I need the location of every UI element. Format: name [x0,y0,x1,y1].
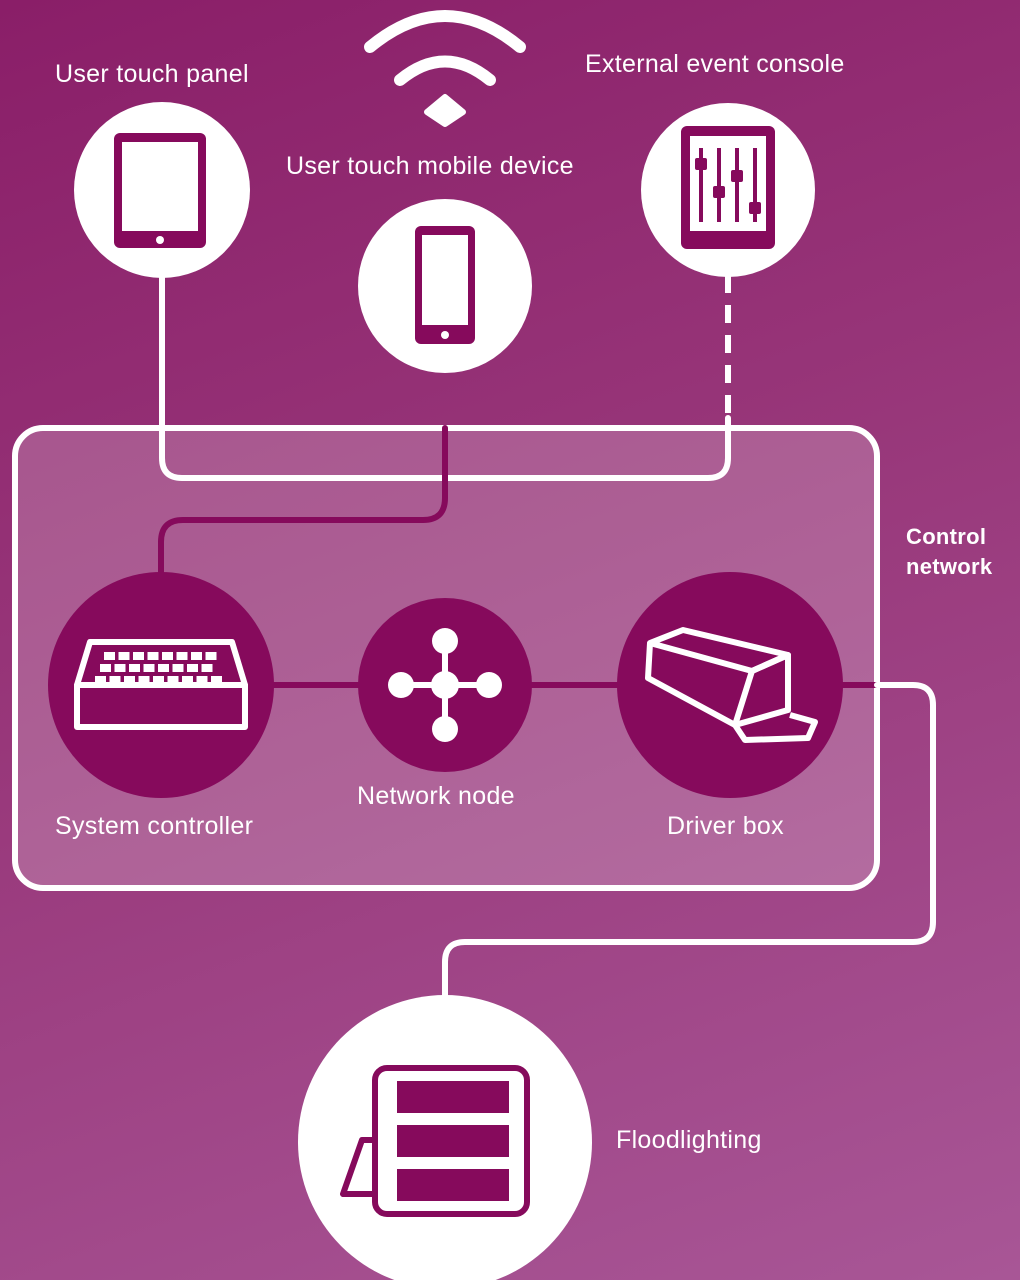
keyboard-key [118,652,130,660]
keyboard-key [201,664,213,672]
keyboard-key [109,676,121,684]
keyboard-key [129,664,140,672]
keyboard-key [138,676,150,684]
connections [158,257,936,1043]
keyboard-key [176,652,188,660]
keyboard-key [153,676,164,684]
wifi-icon [364,10,526,127]
keyboard-key [187,664,198,672]
label-external-event-console: External event console [585,50,845,78]
mixer-console-icon [641,103,815,277]
floodlight-icon [298,995,592,1280]
label-floodlighting: Floodlighting [616,1126,762,1154]
smartphone-icon [358,199,532,373]
keyboard-key [211,676,222,684]
label-system-controller: System controller [55,812,254,840]
keyboard-key [100,664,111,672]
tablet-icon [74,102,250,278]
keyboard-key [167,676,179,684]
keyboard-key [162,652,173,660]
network-node-icon [358,598,532,772]
label-user-touch-mobile-device: User touch mobile device [286,152,574,180]
keyboard-key [191,652,202,660]
keyboard-key [104,652,115,660]
label-user-touch-panel: User touch panel [55,60,249,88]
keyboard-key [133,652,144,660]
keyboard-key [182,676,193,684]
keyboard-key [205,652,217,660]
label-network-node: Network node [357,782,515,810]
keyboard-key [196,676,208,684]
keyboard-key [172,664,184,672]
keyboard-key [95,676,106,684]
keyboard-key [147,652,159,660]
keyboard-key [143,664,155,672]
label-driver-box: Driver box [667,812,784,840]
keyboard-key [158,664,169,672]
driver-box-icon [617,572,843,798]
keyboard-key [114,664,126,672]
line-controller-link [158,425,448,593]
keyboard-controller-icon [48,572,274,798]
keyboard-key [124,676,135,684]
label-control-network: Control network [906,524,993,579]
line-floodlight [442,682,936,1043]
